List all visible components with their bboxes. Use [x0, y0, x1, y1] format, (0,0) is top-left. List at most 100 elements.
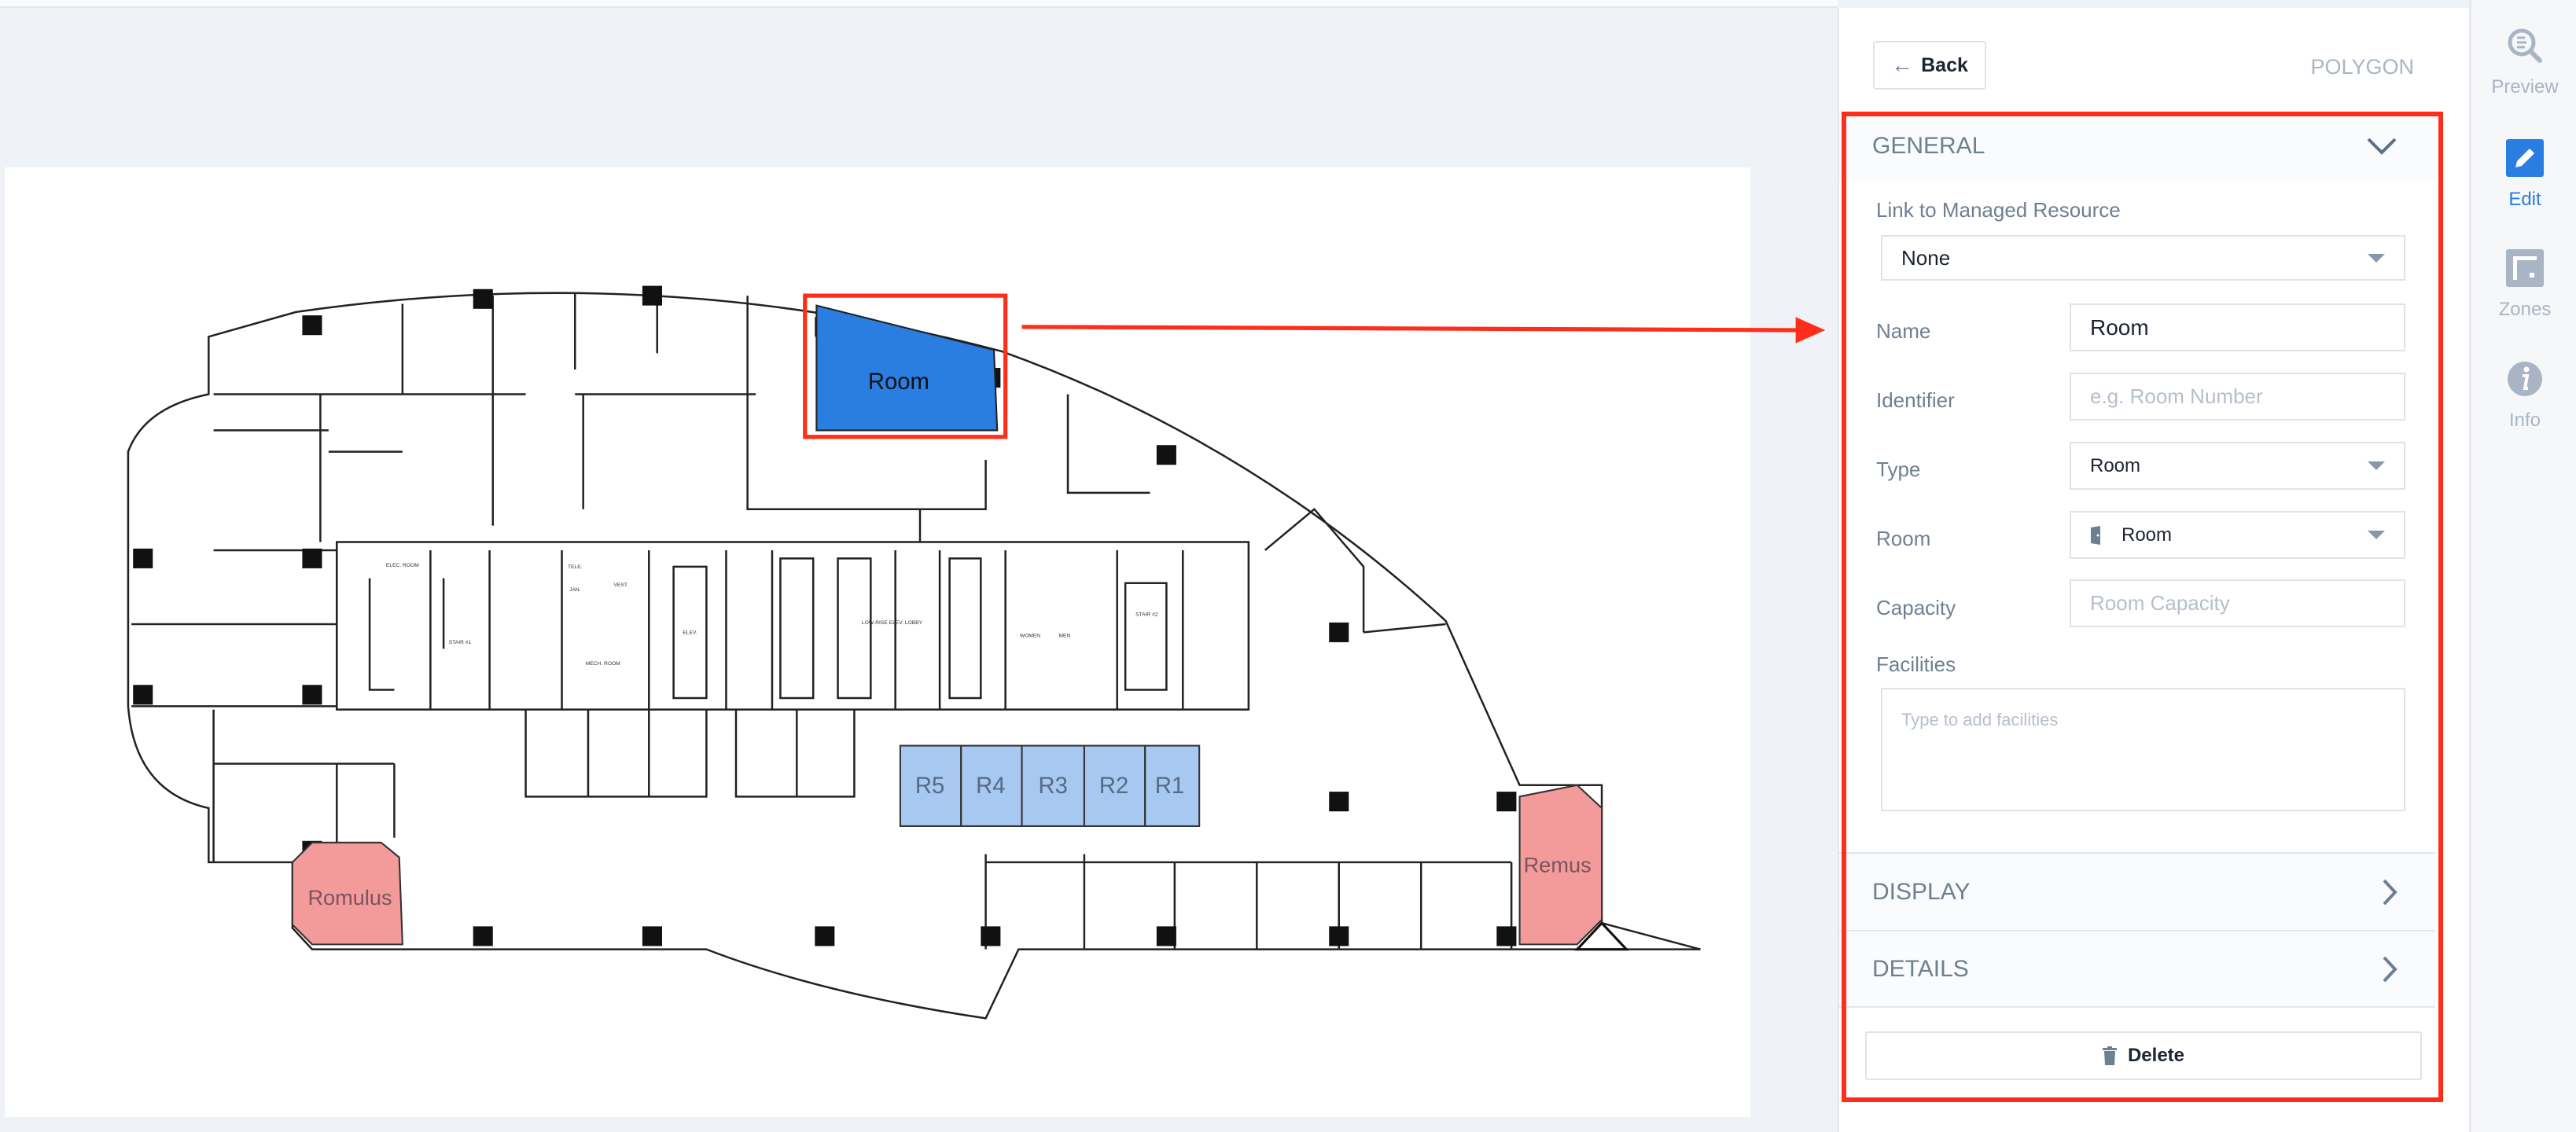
- delete-label: Delete: [2127, 1045, 2185, 1066]
- room-r2-label: R2: [1099, 774, 1128, 799]
- selection-highlight-box: [803, 293, 1008, 439]
- mode-label: POLYGON: [2310, 55, 2414, 79]
- plan-label-elev: ELEV.: [683, 630, 697, 635]
- remus-label: Remus: [1524, 852, 1592, 877]
- romulus-label: Romulus: [307, 885, 392, 910]
- identifier-placeholder: e.g. Room Number: [2090, 384, 2263, 408]
- preview-search-icon: [2508, 28, 2542, 63]
- capacity-label: Capacity: [1876, 596, 1956, 619]
- chevron-right-icon: [2383, 879, 2398, 905]
- facilities-input[interactable]: Type to add facilities: [1881, 688, 2405, 811]
- general-title: GENERAL: [1872, 133, 1985, 159]
- room-r4-label: R4: [976, 774, 1005, 799]
- facilities-label: Facilities: [1876, 652, 1956, 676]
- top-strip: [0, 0, 1838, 8]
- structural-column: [642, 285, 662, 306]
- edit-pencil-icon: [2506, 139, 2544, 177]
- plan-label-stair1: STAIR #1: [449, 640, 472, 645]
- right-tool-rail: Preview Edit Zones Info: [2469, 0, 2576, 1132]
- structural-column: [133, 548, 153, 568]
- identifier-label: Identifier: [1876, 388, 1955, 412]
- display-title: DISPLAY: [1872, 878, 1971, 905]
- room-r3[interactable]: [1021, 744, 1085, 827]
- rail-info[interactable]: Info: [2471, 360, 2576, 432]
- room-value: Room: [2122, 524, 2173, 546]
- plan-label-lobby: LOW-RISE ELEV. LOBBY: [862, 620, 923, 626]
- delete-button[interactable]: Delete: [1865, 1031, 2422, 1080]
- room-r5[interactable]: [899, 744, 962, 827]
- structural-column: [1329, 622, 1349, 642]
- plan-label-stair2: STAIR #2: [1135, 612, 1158, 618]
- core: [336, 541, 1250, 711]
- type-select[interactable]: Room: [2070, 442, 2405, 490]
- plan-label-mech: MECH. ROOM: [586, 661, 621, 667]
- trash-icon: [2102, 1046, 2117, 1065]
- name-label: Name: [1876, 319, 1931, 343]
- arrow-head-icon: [1795, 317, 1826, 344]
- north-marker-icon: [1574, 921, 1630, 951]
- rail-preview[interactable]: Preview: [2471, 27, 2576, 98]
- structural-column: [302, 548, 322, 568]
- room-romulus[interactable]: [291, 841, 403, 946]
- plan-label-women: WOMEN: [1020, 634, 1040, 639]
- structural-column: [1156, 445, 1176, 465]
- caret-down-icon: [2368, 461, 2385, 470]
- details-title: DETAILS: [1872, 955, 1969, 982]
- room-select[interactable]: Room: [2070, 511, 2405, 559]
- room-r5-label: R5: [915, 774, 944, 799]
- plan-text-labels: ELEC. ROOM STAIR #1 MECH. ROOM TELE. JAN…: [386, 563, 1158, 667]
- room-label: Room: [1876, 527, 1931, 550]
- structural-column: [981, 926, 1001, 946]
- structural-column: [1156, 926, 1176, 946]
- door-icon: [2091, 525, 2100, 545]
- rail-zones-label: Zones: [2498, 299, 2552, 320]
- plan-label-elec: ELEC. ROOM: [386, 563, 419, 568]
- details-section-header[interactable]: DETAILS: [1839, 930, 2435, 1008]
- general-section-header[interactable]: GENERAL: [1839, 112, 2435, 181]
- room-remus[interactable]: [1518, 784, 1603, 946]
- name-input[interactable]: Room: [2070, 303, 2405, 351]
- room-r3-label: R3: [1039, 774, 1068, 799]
- selected-room-label: Room: [868, 369, 929, 395]
- rail-edit[interactable]: Edit: [2471, 139, 2576, 211]
- facilities-placeholder: Type to add facilities: [1901, 710, 2059, 730]
- room-r1[interactable]: [1144, 744, 1201, 827]
- rail-zones[interactable]: Zones: [2471, 249, 2576, 321]
- structural-column: [302, 315, 322, 336]
- arrow-left-icon: ←: [1891, 53, 1914, 77]
- capacity-placeholder: Room Capacity: [2090, 591, 2230, 615]
- plan-label-vest: VEST.: [613, 583, 628, 588]
- structural-column: [1496, 926, 1517, 946]
- annotation-highlight-box: [1842, 112, 2443, 1102]
- identifier-input[interactable]: e.g. Room Number: [2070, 373, 2405, 421]
- room-r2[interactable]: [1083, 744, 1146, 827]
- plan-label-jan: JAN.: [569, 587, 581, 593]
- room-r1-label: R1: [1155, 774, 1184, 799]
- plan-label-men: MEN: [1058, 634, 1070, 639]
- structural-column: [133, 685, 153, 705]
- caret-down-icon: [2368, 253, 2385, 263]
- structural-column: [473, 289, 493, 309]
- structural-column: [1496, 792, 1517, 812]
- back-label: Back: [1921, 53, 1968, 76]
- capacity-input[interactable]: Room Capacity: [2070, 579, 2405, 627]
- link-resource-select[interactable]: None: [1881, 235, 2405, 281]
- rail-edit-label: Edit: [2508, 189, 2541, 210]
- annotation-arrow: [1021, 325, 1799, 333]
- structural-column: [815, 926, 835, 946]
- type-value: Room: [2090, 454, 2141, 476]
- link-resource-label: Link to Managed Resource: [1876, 198, 2121, 222]
- caret-down-icon: [2368, 531, 2385, 539]
- rail-info-label: Info: [2508, 410, 2541, 431]
- room-r-group: R5 R4 R3 R2 R1: [899, 744, 1201, 827]
- display-section-header[interactable]: DISPLAY: [1839, 852, 2435, 930]
- back-button[interactable]: ← Back: [1873, 41, 1986, 90]
- structural-column: [302, 685, 322, 705]
- chevron-down-icon: [2367, 138, 2397, 155]
- selected-room-polygon[interactable]: [815, 304, 999, 432]
- rail-preview-label: Preview: [2491, 76, 2559, 97]
- structural-column: [1329, 792, 1349, 812]
- link-resource-value: None: [1901, 245, 1951, 270]
- zones-icon: [2506, 249, 2544, 287]
